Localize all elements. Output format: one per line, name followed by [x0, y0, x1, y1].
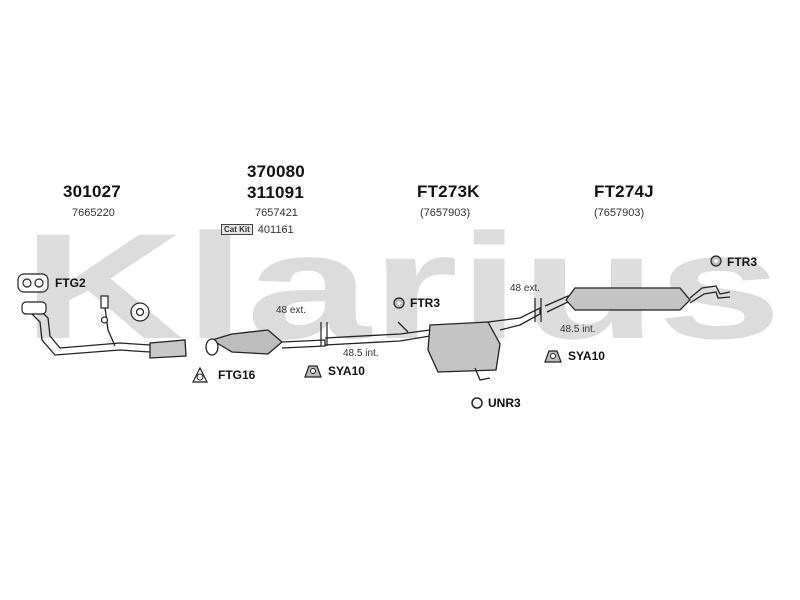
oe-number-middle-silencer: (7657903)	[420, 207, 471, 219]
catkit-number: 401161	[257, 224, 294, 236]
dimension-int-2: 48.5 int.	[560, 324, 596, 335]
ftg16-gasket-icon	[190, 366, 210, 389]
part-number-front-pipe: 301027	[63, 182, 121, 201]
unr3-ring-icon	[470, 396, 484, 415]
dimension-ext-2: 48 ext.	[510, 283, 541, 294]
oe-number-front-pipe: 7665220	[72, 207, 115, 219]
fitting-sya10-label-1[interactable]: SYA10	[328, 364, 365, 378]
fitting-ftr3-label-2[interactable]: FTR3	[727, 255, 757, 269]
front-pipe[interactable]	[27, 299, 187, 359]
catkit-row: Cat Kit 401161	[221, 224, 294, 236]
flange-plate	[130, 302, 150, 322]
ftr3-rubber-icon	[709, 254, 723, 273]
part-number-middle-silencer: FT273K	[417, 182, 480, 201]
catalytic-converter[interactable]	[205, 329, 326, 356]
clamp-marks	[320, 298, 542, 346]
oe-number-rear-silencer: (7657903)	[594, 207, 645, 219]
part-number-catalyst: 311091	[247, 183, 304, 202]
fitting-ftg16-label[interactable]: FTG16	[218, 368, 256, 382]
sya10-mount-icon	[543, 346, 563, 369]
part-number-rear-silencer: FT274J	[594, 182, 654, 201]
oe-number-catalyst: 7657421	[255, 207, 298, 219]
lambda-sensor	[100, 295, 109, 324]
ftg2-gasket	[17, 273, 49, 315]
fitting-unr3-label[interactable]: UNR3	[488, 396, 521, 410]
fitting-sya10-label-2[interactable]: SYA10	[568, 349, 605, 363]
watermark-logo: Klarius	[22, 202, 782, 370]
catkit-badge: Cat Kit	[221, 224, 253, 235]
ftr3-rubber-icon	[392, 296, 406, 315]
dimension-int-1: 48.5 int.	[343, 348, 379, 359]
part-number-catalyst-alt: 370080	[247, 162, 305, 181]
middle-silencer[interactable]	[324, 306, 541, 381]
sya10-mount-icon	[303, 361, 323, 384]
fitting-ftg2-label[interactable]: FTG2	[55, 276, 86, 290]
dimension-ext-1: 48 ext.	[276, 305, 307, 316]
fitting-ftr3-label-1[interactable]: FTR3	[410, 296, 440, 310]
rear-silencer[interactable]	[544, 285, 731, 313]
